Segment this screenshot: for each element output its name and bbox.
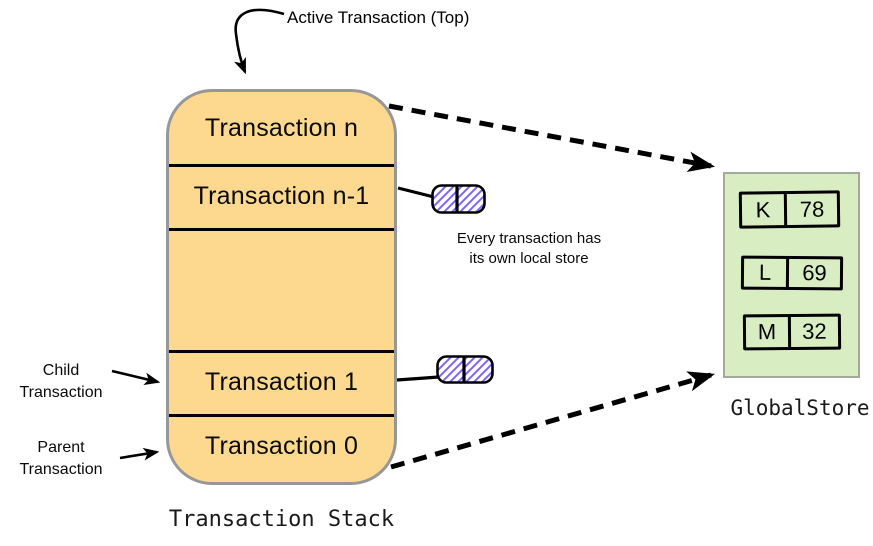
local-store-note-line2: its own local store [469,250,589,268]
parent-annotation-line2: Transaction [19,460,103,478]
child-transaction-arrow [111,369,161,386]
local-store-icon-top [431,184,486,214]
store-entry-value: 69 [802,260,827,286]
connector-row-n1-localstore [397,186,435,199]
stack-row-transaction-n-1: Transaction n-1 [193,181,370,210]
store-entry-value: 32 [802,318,827,344]
store-entry-key: M [745,317,792,348]
stack-divider [169,414,394,417]
child-annotation-line1: Child [42,362,80,379]
global-store: K 78 L 69 M 32 [723,172,860,378]
stack-top-to-store-arrow [388,103,716,173]
store-entry-value: 78 [799,196,825,222]
stack-row-transaction-n: Transaction n [204,113,359,142]
local-store-note: Every transaction has its own local stor… [429,229,629,270]
child-annotation-line2: Transaction [19,383,103,401]
stack-bottom-to-store-arrow [390,371,715,470]
store-entry-l: L 69 [740,255,844,291]
transaction-stack-label: Transaction Stack [168,507,395,532]
local-store-note-line1: Every transaction has [456,230,602,247]
store-entry-k: K 78 [738,190,841,229]
store-entry-key: L [743,258,790,287]
parent-annotation-line1: Parent [37,439,85,456]
stack-divider [169,350,394,353]
store-entry-key: K [741,194,788,226]
parent-transaction-arrow [119,447,160,461]
stack-divider [169,228,394,231]
store-entry-m: M 32 [742,313,842,351]
parent-transaction-annotation: Parent Transaction [0,437,122,480]
transaction-stack: Transaction n Transaction n-1 Transactio… [166,89,397,485]
child-transaction-annotation: Child Transaction [0,360,122,403]
global-store-label: GlobalStore [730,396,870,420]
stack-row-transaction-0: Transaction 0 [204,431,359,460]
active-transaction-arrow [234,8,285,75]
connector-row-1-localstore [396,375,440,382]
stack-divider [169,164,394,167]
active-transaction-annotation: Active Transaction (Top) [287,8,470,27]
local-store-icon-bottom [436,355,494,384]
stack-row-transaction-1: Transaction 1 [204,367,359,396]
